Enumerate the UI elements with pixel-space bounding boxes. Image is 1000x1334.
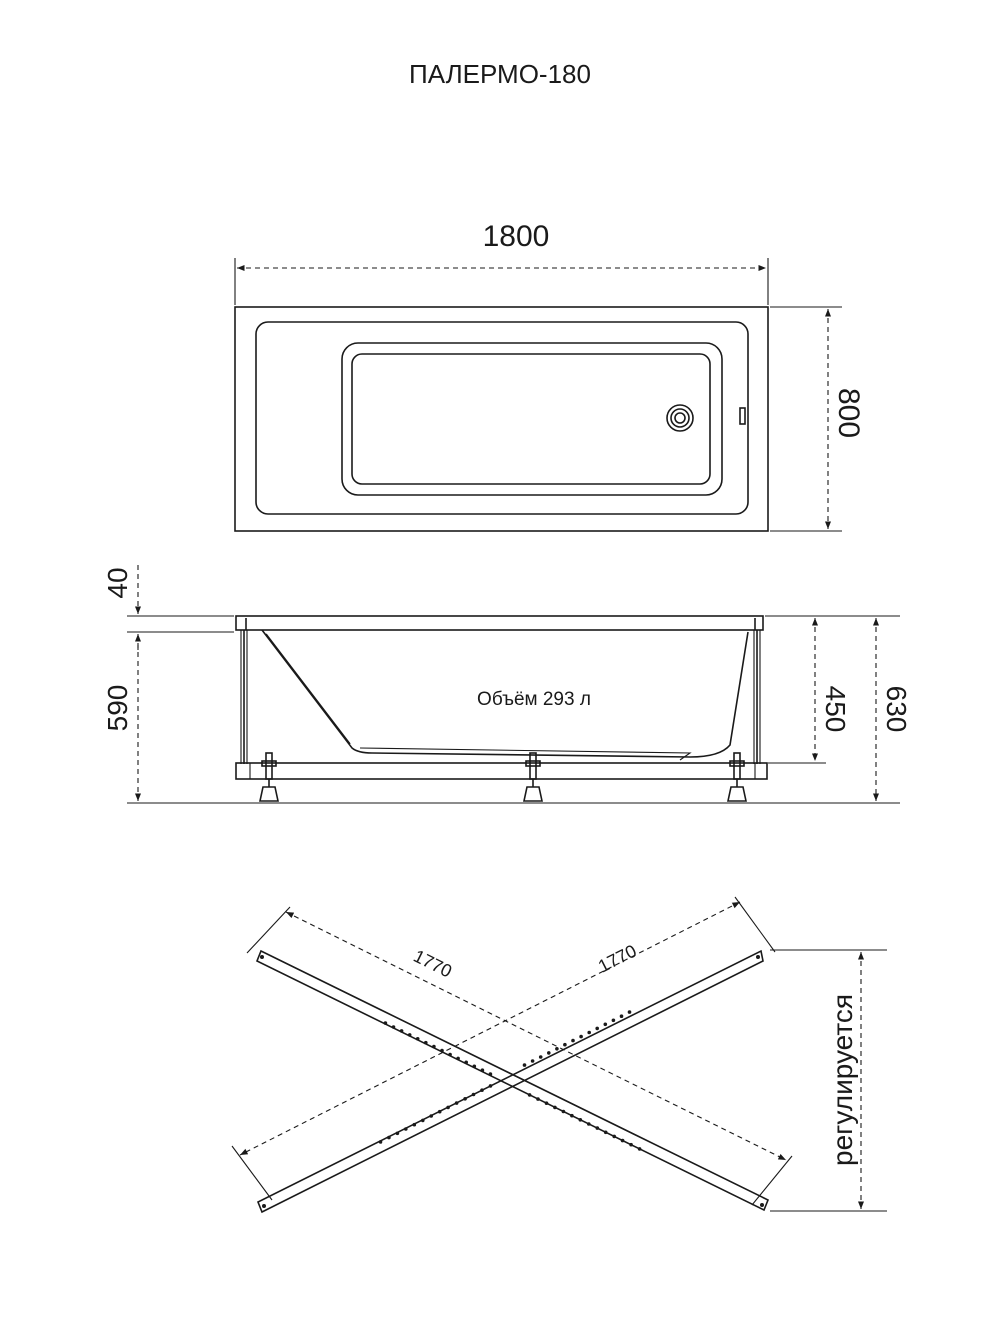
adjustment-hole — [603, 1022, 608, 1027]
adjustment-hole — [387, 1135, 391, 1140]
length-label: 1800 — [483, 220, 550, 253]
adjustment-hole — [488, 1072, 493, 1076]
frame-view: 1770 1770 регулируется — [231, 896, 887, 1214]
adjustment-hole — [472, 1064, 477, 1069]
tub-rim — [235, 615, 764, 631]
mount-hole — [260, 955, 264, 959]
adjustable-foot-left — [259, 752, 279, 802]
mount-hole — [756, 955, 760, 959]
dim-extension-line — [231, 1145, 273, 1201]
adjustment-hole — [527, 1093, 532, 1097]
adjustment-hole — [415, 1037, 420, 1041]
basin-bottom-line — [359, 747, 692, 761]
adjustment-hole — [463, 1097, 467, 1101]
basin-profile — [261, 629, 749, 758]
adjustment-hole — [480, 1088, 484, 1092]
top-view: 1800 800 — [234, 220, 865, 532]
total-height-label: 630 — [881, 686, 912, 733]
adjustment-hole — [637, 1147, 642, 1151]
adjustment-hole — [421, 1118, 425, 1123]
adjustment-hole — [547, 1051, 551, 1055]
adjustment-hole — [391, 1025, 396, 1029]
adjustment-hole — [456, 1056, 460, 1061]
adjustment-hole — [432, 1044, 436, 1049]
basin-inner — [351, 353, 711, 485]
frame-base-bar — [235, 762, 768, 780]
adjustment-hole — [538, 1055, 543, 1059]
adjustment-hole — [579, 1034, 583, 1039]
bar-left-length-label: 1770 — [410, 946, 455, 982]
adjustment-hole — [440, 1048, 444, 1053]
adjustment-hole — [587, 1122, 591, 1126]
adjustment-hole — [612, 1134, 616, 1139]
adjustment-hole — [595, 1026, 599, 1031]
adjustment-hole — [619, 1014, 624, 1018]
adjustment-hole — [563, 1042, 567, 1047]
bar-left-dimension-line — [285, 911, 787, 1161]
adjustment-hole — [412, 1122, 417, 1127]
adjustment-hole — [454, 1101, 459, 1105]
adjustment-hole — [530, 1059, 535, 1063]
adjustable-label: регулируется — [827, 994, 858, 1166]
adjustment-hole — [561, 1109, 566, 1114]
dim-extension-line — [246, 906, 291, 954]
adjustment-hole — [587, 1030, 591, 1035]
adjustment-hole — [399, 1029, 404, 1033]
drawing-title: ПАЛЕРМО-180 — [409, 59, 591, 89]
basin-profile-inner — [265, 633, 351, 745]
adjustment-hole — [464, 1060, 469, 1065]
frame-bar-left — [255, 949, 770, 1212]
adjustment-hole — [378, 1140, 383, 1144]
support-rod-left — [240, 630, 248, 764]
overflow-icon — [739, 407, 746, 425]
adjustment-hole — [471, 1092, 476, 1097]
adjustment-hole — [395, 1131, 400, 1136]
adjustment-hole — [429, 1114, 434, 1118]
adjustment-hole — [578, 1118, 583, 1122]
adjustment-hole — [629, 1142, 633, 1147]
adjustment-hole — [555, 1047, 559, 1051]
volume-label: Объём 293 л — [477, 689, 591, 710]
adjustment-hole — [446, 1105, 450, 1110]
mount-hole — [262, 1204, 266, 1208]
dim-extension-line — [734, 896, 776, 953]
mount-hole — [760, 1203, 764, 1207]
support-rod-right — [753, 630, 761, 764]
adjustment-hole — [603, 1130, 608, 1135]
dim-extension-line — [751, 1155, 793, 1206]
adjustment-hole — [424, 1040, 428, 1045]
rim-thickness-label: 40 — [102, 567, 133, 598]
adjustment-hole — [383, 1021, 388, 1025]
adjustment-hole — [553, 1105, 557, 1110]
adjustment-hole — [627, 1010, 632, 1014]
adjustment-hole — [448, 1052, 452, 1057]
adjustment-hole — [571, 1038, 575, 1043]
adjustment-hole — [522, 1063, 527, 1067]
adjustment-hole — [544, 1101, 549, 1105]
adjustment-hole — [488, 1084, 493, 1088]
adjustment-hole — [595, 1126, 600, 1130]
tub-outline — [234, 306, 769, 532]
drain-icon — [666, 404, 694, 432]
frame-height-label: 590 — [102, 685, 133, 732]
adjustment-hole — [437, 1109, 442, 1114]
adjustment-hole — [480, 1068, 485, 1072]
adjustment-hole — [620, 1138, 625, 1143]
bar-right-length-label: 1770 — [595, 941, 640, 977]
adjustment-hole — [407, 1033, 412, 1037]
depth-label: 450 — [820, 686, 851, 733]
adjustment-hole — [570, 1113, 574, 1118]
adjustable-foot-center — [523, 752, 543, 802]
adjustment-hole — [611, 1018, 616, 1023]
side-view: Объём 293 л — [102, 565, 912, 804]
basin-outer — [341, 342, 723, 496]
bar-right-dimension-line — [239, 901, 741, 1156]
width-label: 800 — [832, 388, 865, 438]
adjustable-foot-right — [727, 752, 747, 802]
tub-rim-inner — [255, 321, 749, 515]
adjustment-hole — [404, 1127, 408, 1131]
adjustment-hole — [536, 1097, 540, 1101]
